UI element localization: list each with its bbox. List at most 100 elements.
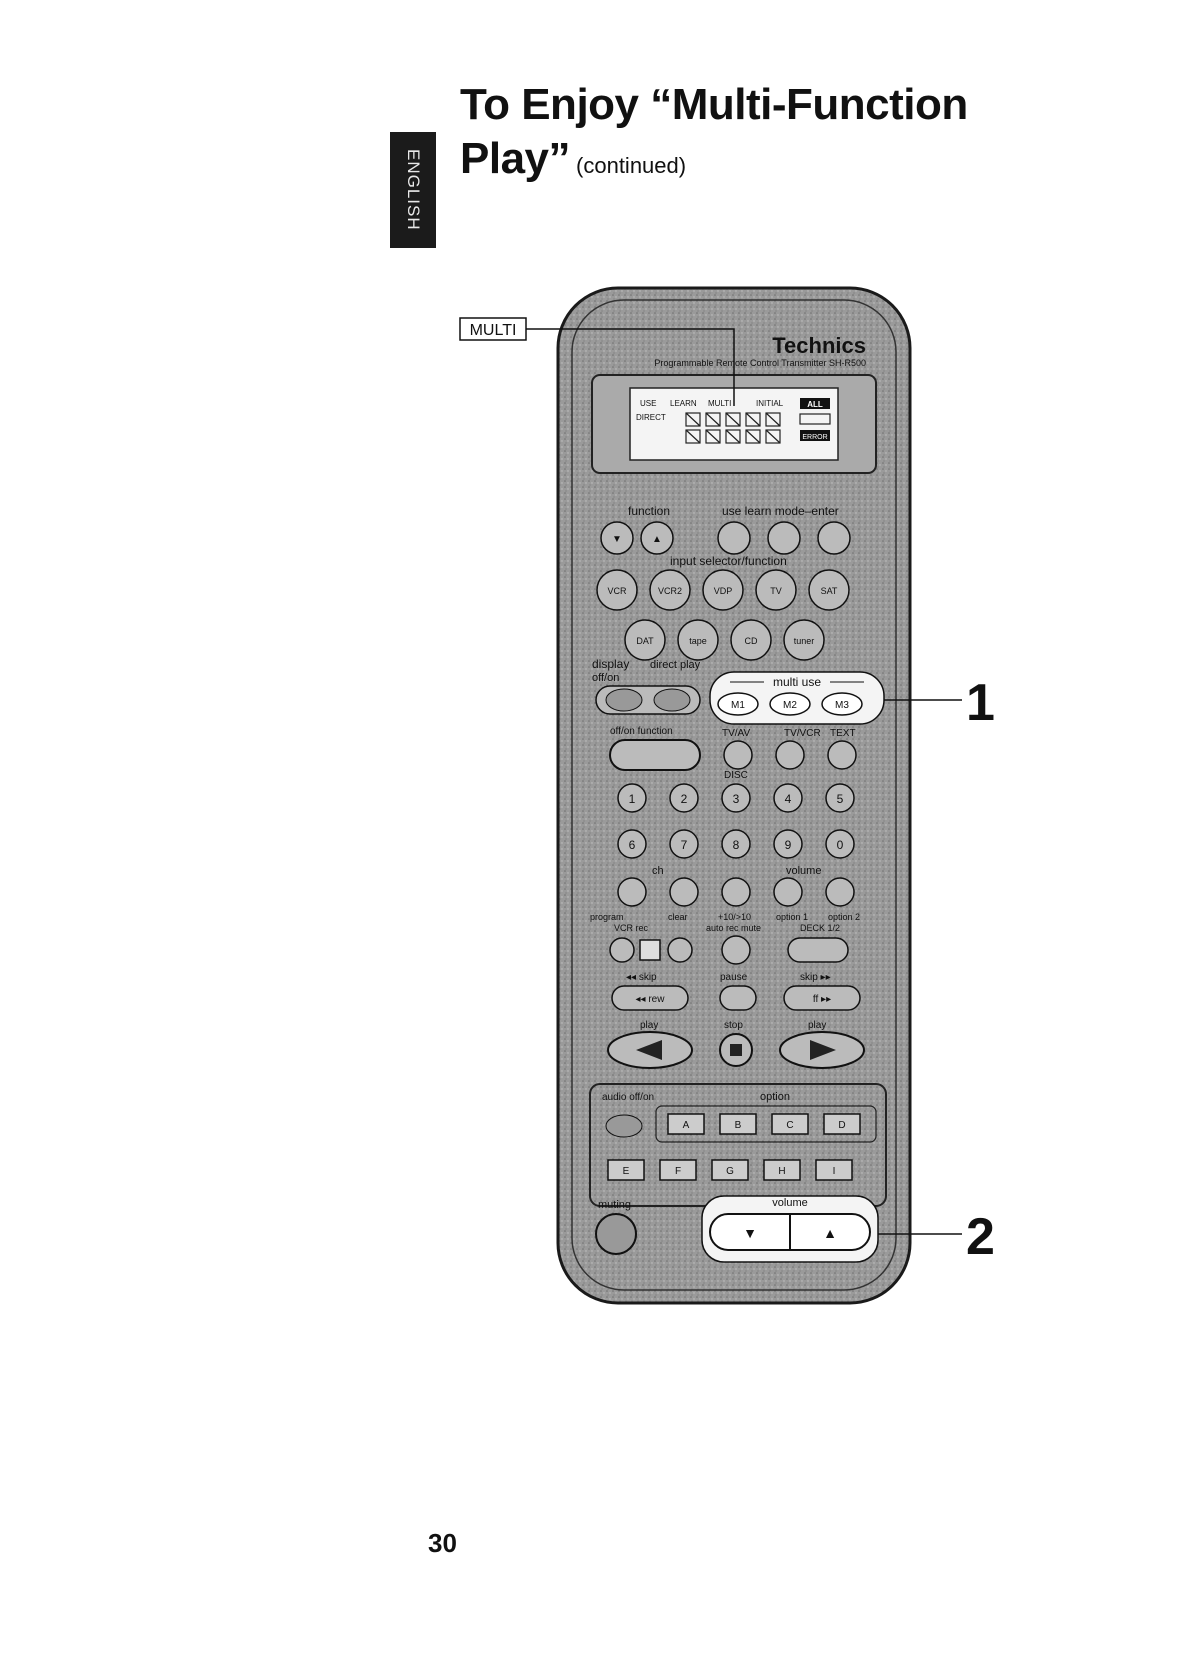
tv-volume-up-button[interactable] [825, 877, 855, 907]
pause-button[interactable] [719, 985, 757, 1011]
digit-button[interactable] [721, 829, 751, 859]
input-button-tuner[interactable] [783, 619, 825, 661]
input-button-tape[interactable] [677, 619, 719, 661]
muting-button[interactable] [595, 1213, 637, 1255]
lcd-all-box [800, 398, 830, 409]
ff-button[interactable] [783, 985, 861, 1011]
vcr-rec-button[interactable] [639, 939, 661, 961]
option-button-d[interactable] [823, 1113, 861, 1135]
stop-icon [730, 1044, 742, 1056]
brand-logo: Technics [772, 333, 866, 358]
auto-rec-mute-button[interactable] [721, 935, 751, 965]
multi-buttons: M1 M2 M3 [717, 692, 863, 716]
rew-button[interactable] [611, 985, 689, 1011]
tv-av-button[interactable] [723, 740, 753, 770]
digit-button[interactable] [773, 783, 803, 813]
digit-button[interactable] [669, 783, 699, 813]
input-button-cd[interactable] [730, 619, 772, 661]
page-title-line2: Play” [460, 134, 571, 183]
digit-button[interactable] [669, 829, 699, 859]
digit-button[interactable] [825, 783, 855, 813]
label-multi-use: multi use [773, 675, 821, 689]
option-button-e[interactable] [607, 1159, 645, 1181]
option-label-g: G [726, 1166, 734, 1177]
volume-up-button[interactable]: ▲ [823, 1225, 837, 1241]
lcd-use: USE [640, 399, 656, 408]
multi-label-m3: M3 [835, 700, 849, 711]
option-label-d: D [838, 1120, 845, 1131]
input-label-tuner: tuner [794, 636, 815, 646]
input-button-vcr2[interactable] [649, 569, 691, 611]
input-button-vdp[interactable] [702, 569, 744, 611]
input-button-sat[interactable] [808, 569, 850, 611]
play-icon [810, 1040, 836, 1060]
step-2-number: 2 [966, 1208, 995, 1266]
multi-button-m3[interactable] [821, 692, 863, 716]
label-option-1: option 1 [776, 912, 808, 922]
deck-button[interactable] [787, 937, 849, 963]
option-button-g[interactable] [711, 1159, 749, 1181]
label-off-on-function: off/on function [610, 726, 673, 737]
digit-button[interactable] [773, 829, 803, 859]
digit-button[interactable] [617, 829, 647, 859]
label-skip-right: skip ▸▸ [800, 972, 831, 983]
multi-button-m1[interactable] [717, 692, 759, 716]
digit-button[interactable] [617, 783, 647, 813]
model-line: Programmable Remote Control Transmitter … [654, 358, 866, 368]
program-button[interactable] [609, 937, 635, 963]
option-label-h: H [778, 1166, 785, 1177]
lcd-error-box [800, 430, 830, 441]
tv-vcr-button[interactable] [775, 740, 805, 770]
audio-off-on-button[interactable] [605, 1114, 643, 1138]
option-button-a[interactable] [667, 1113, 705, 1135]
label-option-2: option 2 [828, 912, 860, 922]
off-on-function-button[interactable] [609, 739, 701, 771]
lcd-initial: INITIAL [756, 399, 784, 408]
label-function: function [628, 504, 670, 518]
input-button-dat[interactable] [624, 619, 666, 661]
direct-play-button[interactable] [653, 688, 691, 712]
clear-button[interactable] [667, 937, 693, 963]
digit-button[interactable] [825, 829, 855, 859]
option-button-h[interactable] [763, 1159, 801, 1181]
lcd-row1: USE LEARN MULTI INITIAL ALL [640, 398, 830, 409]
label-use-learn: use learn mode–enter [722, 504, 839, 518]
page-number-text: 30 [428, 1528, 457, 1558]
option-button-b[interactable] [719, 1113, 757, 1135]
text-button[interactable] [827, 740, 857, 770]
learn-button[interactable] [767, 521, 801, 555]
label-direct-play: direct play [650, 659, 701, 671]
ch-down-button[interactable] [617, 877, 647, 907]
option-button-f[interactable] [659, 1159, 697, 1181]
use-button[interactable] [717, 521, 751, 555]
option-label-f: F [675, 1166, 681, 1177]
digit-label: 1 [629, 792, 636, 806]
label-skip-left: ◂◂ skip [626, 972, 657, 983]
digit-button[interactable] [721, 783, 751, 813]
plus10-button[interactable] [721, 877, 751, 907]
option-button-c[interactable] [771, 1113, 809, 1135]
ch-up-button[interactable] [669, 877, 699, 907]
function-up-button[interactable] [640, 521, 674, 555]
option-button-i[interactable] [815, 1159, 853, 1181]
function-down-button[interactable] [600, 521, 634, 555]
input-button-tv[interactable] [755, 569, 797, 611]
label-vcr-rec: VCR rec [614, 923, 649, 933]
page-title-line1: To Enjoy “Multi-Function [460, 80, 968, 129]
mode-enter-button[interactable] [817, 521, 851, 555]
multi-button-m2[interactable] [769, 692, 811, 716]
label-text: TEXT [830, 728, 856, 739]
display-button[interactable] [605, 688, 643, 712]
digit-label: 3 [733, 792, 740, 806]
label-audio-off-on: audio off/on [602, 1092, 654, 1103]
lcd-learn: LEARN [670, 399, 697, 408]
label-play-right: play [808, 1020, 826, 1031]
volume-down-button[interactable]: ▼ [743, 1225, 757, 1241]
tv-volume-down-button[interactable] [773, 877, 803, 907]
option-label-i: I [833, 1166, 836, 1177]
input-label-cd: CD [745, 636, 758, 646]
input-label-sat: SAT [821, 586, 838, 596]
language-tab: ENGLISH [390, 132, 436, 248]
input-button-vcr[interactable] [596, 569, 638, 611]
